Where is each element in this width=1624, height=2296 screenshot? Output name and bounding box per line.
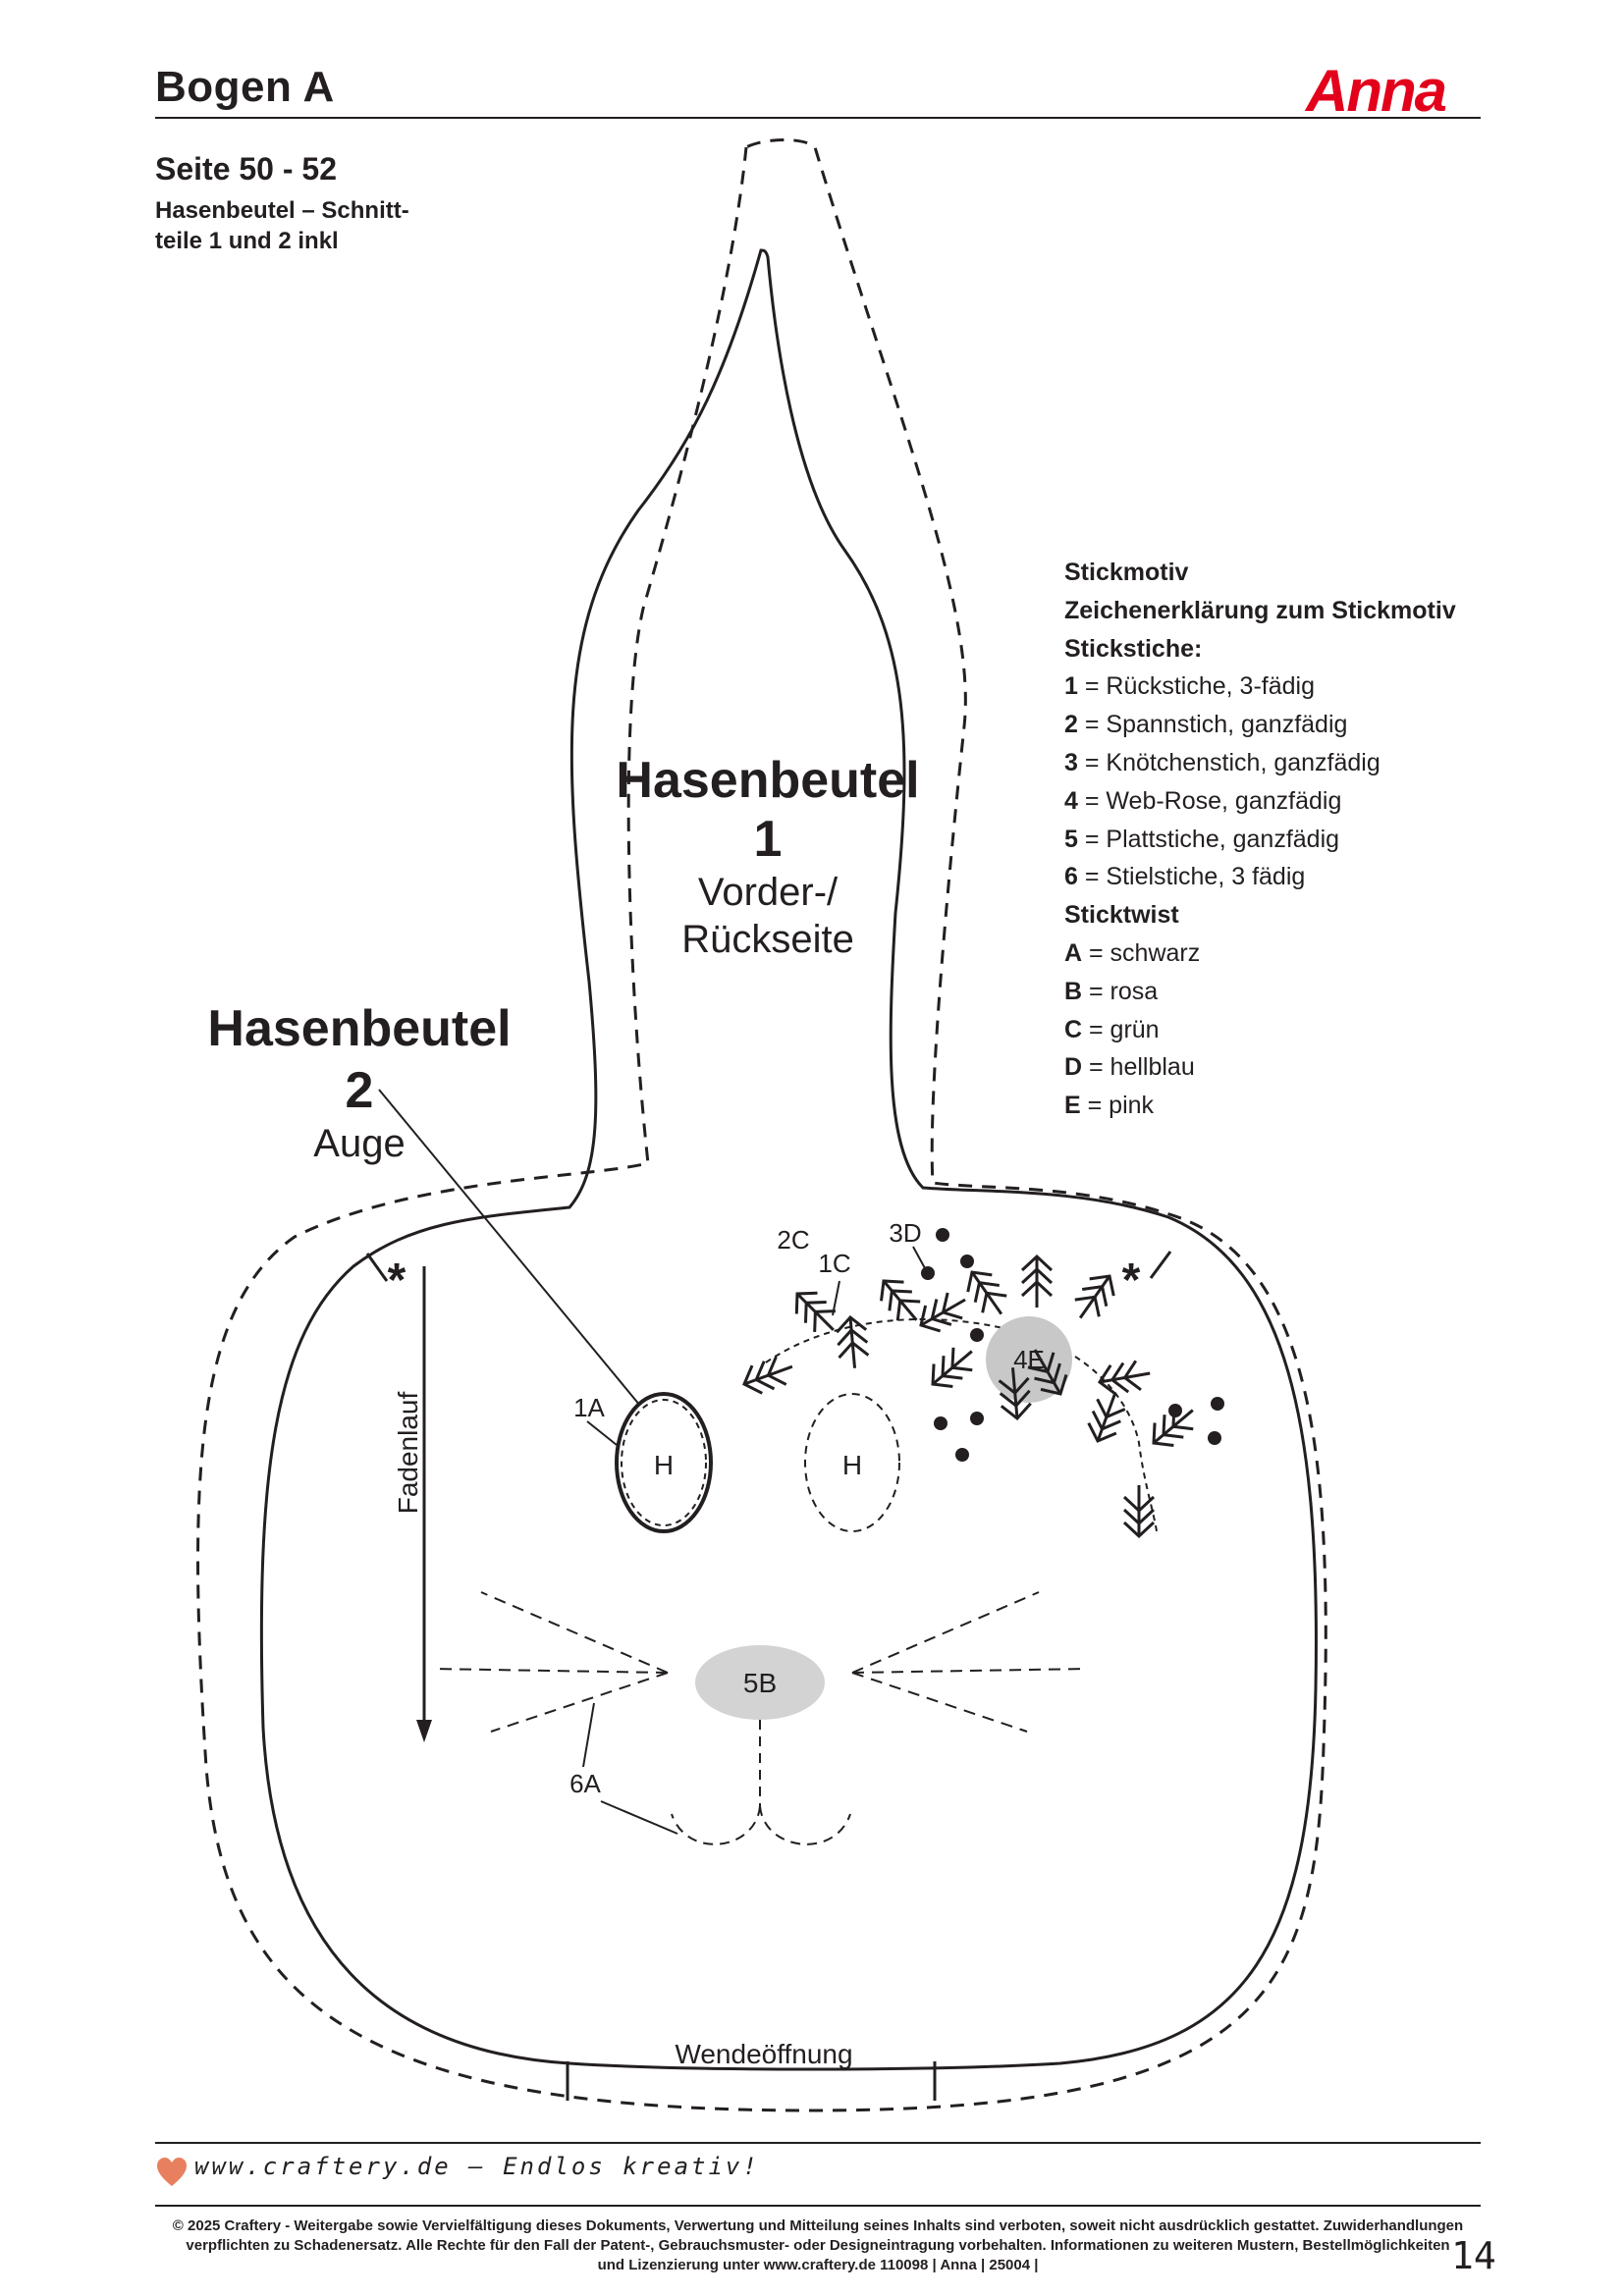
legend-stitch-item: 2 = Spannstich, ganzfädig bbox=[1064, 711, 1348, 739]
footer-divider-bottom bbox=[155, 2205, 1481, 2207]
page-range: Seite 50 - 52 bbox=[155, 151, 337, 187]
callout-3d: 3D bbox=[889, 1218, 921, 1248]
legend-twist-heading: Sticktwist bbox=[1064, 901, 1179, 930]
piece1-number: 1 bbox=[754, 811, 783, 868]
cutting-line-outline bbox=[259, 248, 1318, 2071]
eye-right-label: H bbox=[842, 1450, 862, 1480]
website-slogan: www.craftery.de – Endlos kreativ! bbox=[194, 2153, 760, 2180]
piece2-subtitle: Auge bbox=[313, 1122, 405, 1165]
piece2-title: Hasenbeutel bbox=[207, 1000, 511, 1057]
legend-twist-item: A = schwarz bbox=[1064, 938, 1201, 967]
callout-1a-leader bbox=[586, 1420, 618, 1446]
pattern-description: Hasenbeutel – Schnitt-teile 1 und 2 inkl bbox=[155, 197, 409, 254]
eye-right bbox=[804, 1393, 900, 1532]
legend-twist-item: B = rosa bbox=[1064, 977, 1159, 1005]
callout-1c-leader bbox=[832, 1280, 840, 1316]
callout-2c: 2C bbox=[777, 1225, 809, 1255]
notch-mark-left: * bbox=[388, 1255, 406, 1307]
eye-left-stitch bbox=[621, 1399, 707, 1526]
mouth bbox=[671, 1720, 851, 1845]
grain-line-arrowhead bbox=[416, 1720, 432, 1742]
legend-stitch-item: 5 = Plattstiche, ganzfädig bbox=[1064, 825, 1340, 853]
legend-title: Stickmotiv bbox=[1064, 559, 1189, 586]
backstitch-vine bbox=[765, 1317, 1158, 1532]
sheet-title: Bogen A bbox=[155, 63, 335, 111]
callout-6a-leader-bottom bbox=[600, 1800, 678, 1835]
callout-1a: 1A bbox=[573, 1393, 605, 1422]
piece1-subtitle-line1: Vorder-/ bbox=[698, 871, 839, 914]
footer-divider-top bbox=[155, 2142, 1481, 2144]
legend-stitch-item: 3 = Knötchenstich, ganzfädig bbox=[1064, 748, 1380, 776]
whiskers bbox=[431, 1591, 1089, 1733]
eye-left bbox=[615, 1392, 713, 1533]
callout-3d-leader bbox=[912, 1246, 926, 1269]
copyright-line: verpflichten zu Schadenersatz. Alle Rech… bbox=[186, 2237, 1450, 2254]
legend-twist-item: D = hellblau bbox=[1064, 1053, 1195, 1082]
callout-6a: 6A bbox=[569, 1769, 601, 1798]
piece1-subtitle-line2: Rückseite bbox=[681, 918, 854, 961]
legend-stitch-item: 4 = Web-Rose, ganzfädig bbox=[1064, 786, 1342, 815]
notch-tick-right bbox=[1149, 1251, 1172, 1279]
turning-opening-label: Wendeöffnung bbox=[675, 2039, 852, 2069]
copyright-line: © 2025 Craftery - Weitergabe sowie Vervi… bbox=[172, 2217, 1464, 2234]
nose-5b bbox=[695, 1645, 825, 1720]
legend-twist-item: E = pink bbox=[1064, 1092, 1155, 1120]
grain-line-label: Fadenlauf bbox=[393, 1392, 423, 1515]
piece1-title: Hasenbeutel bbox=[616, 752, 919, 809]
callout-1c: 1C bbox=[818, 1249, 850, 1278]
notch-mark-right: * bbox=[1122, 1255, 1141, 1307]
french-knots bbox=[921, 1228, 1224, 1462]
heart-icon bbox=[157, 2158, 187, 2186]
legend-twist-item: C = grün bbox=[1064, 1015, 1160, 1043]
callout-6a-leader-top bbox=[582, 1702, 595, 1768]
embroidery-legend: Stickmotiv Zeichenerklärung zum Stickmot… bbox=[1064, 554, 1456, 1125]
legend-stitch-item: 6 = Stielstiche, 3 fädig bbox=[1064, 863, 1306, 891]
copyright-line: und Lizenzierung unter www.craftery.de 1… bbox=[597, 2257, 1039, 2273]
page-number: 14 bbox=[1451, 2234, 1496, 2277]
legend-stitch-item: 1 = Rückstiche, 3-fädig bbox=[1064, 672, 1315, 701]
legend-subtitle: Zeichenerklärung zum Stickmotiv bbox=[1064, 596, 1456, 624]
brand-logo: Anna bbox=[1306, 58, 1447, 124]
piece2-number: 2 bbox=[346, 1062, 374, 1119]
copyright-notice: © 2025 Craftery - Weitergabe sowie Vervi… bbox=[155, 2216, 1481, 2275]
legend-stitches-heading: Stickstiche: bbox=[1064, 634, 1203, 663]
callout-5b: 5B bbox=[743, 1668, 777, 1698]
eye-left-label: H bbox=[654, 1450, 674, 1480]
notch-tick-left bbox=[365, 1253, 389, 1282]
header-divider bbox=[155, 117, 1481, 119]
piece2-leader-line bbox=[378, 1089, 641, 1407]
